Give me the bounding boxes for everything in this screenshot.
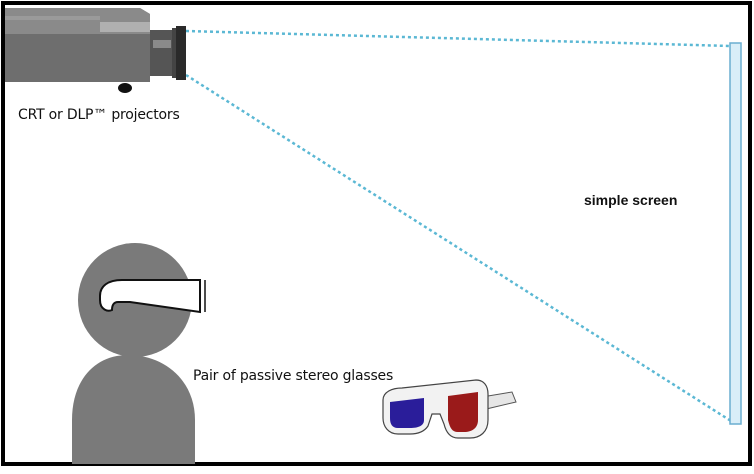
projection-beams [186, 31, 731, 421]
projector-icon [5, 8, 186, 93]
glasses-label: Pair of passive stereo glasses [193, 368, 393, 384]
projector-label: CRT or DLP™ projectors [18, 107, 180, 123]
beam-top [186, 31, 731, 46]
viewer-silhouette [72, 243, 205, 464]
screen-label: simple screen [584, 192, 677, 208]
projection-screen [730, 43, 741, 424]
3d-glasses-icon [383, 380, 516, 438]
